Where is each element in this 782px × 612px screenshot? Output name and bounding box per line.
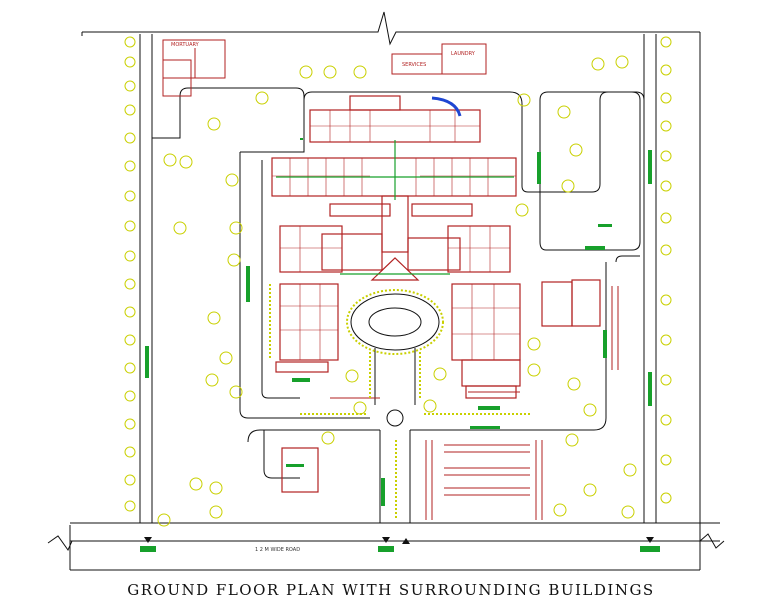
- interior-partitions: [272, 110, 520, 360]
- site-boundary: [69, 11, 701, 571]
- mortuary-block: [162, 39, 226, 97]
- laundry-label: LAUNDRY: [451, 51, 476, 57]
- hospital-building: [271, 95, 601, 493]
- hedge-rows: [269, 284, 530, 520]
- side-roads: [139, 34, 657, 523]
- entrance-canopy: [431, 96, 462, 117]
- green-strips: [145, 138, 652, 506]
- main-road: [47, 522, 725, 552]
- services-label: SERVICES: [402, 62, 426, 68]
- parking-area: [330, 286, 619, 520]
- entrance-loop: [350, 293, 440, 427]
- road-label: 1 2 M WIDE ROAD: [255, 547, 300, 553]
- entrance-gates: [140, 537, 660, 552]
- mortuary-label: MORTUARY: [171, 42, 200, 48]
- trees: [124, 36, 672, 527]
- laundry-services-block: [391, 43, 487, 75]
- drawing-title: GROUND FLOOR PLAN WITH SURROUNDING BUILD…: [127, 581, 655, 599]
- corridors: [276, 140, 514, 275]
